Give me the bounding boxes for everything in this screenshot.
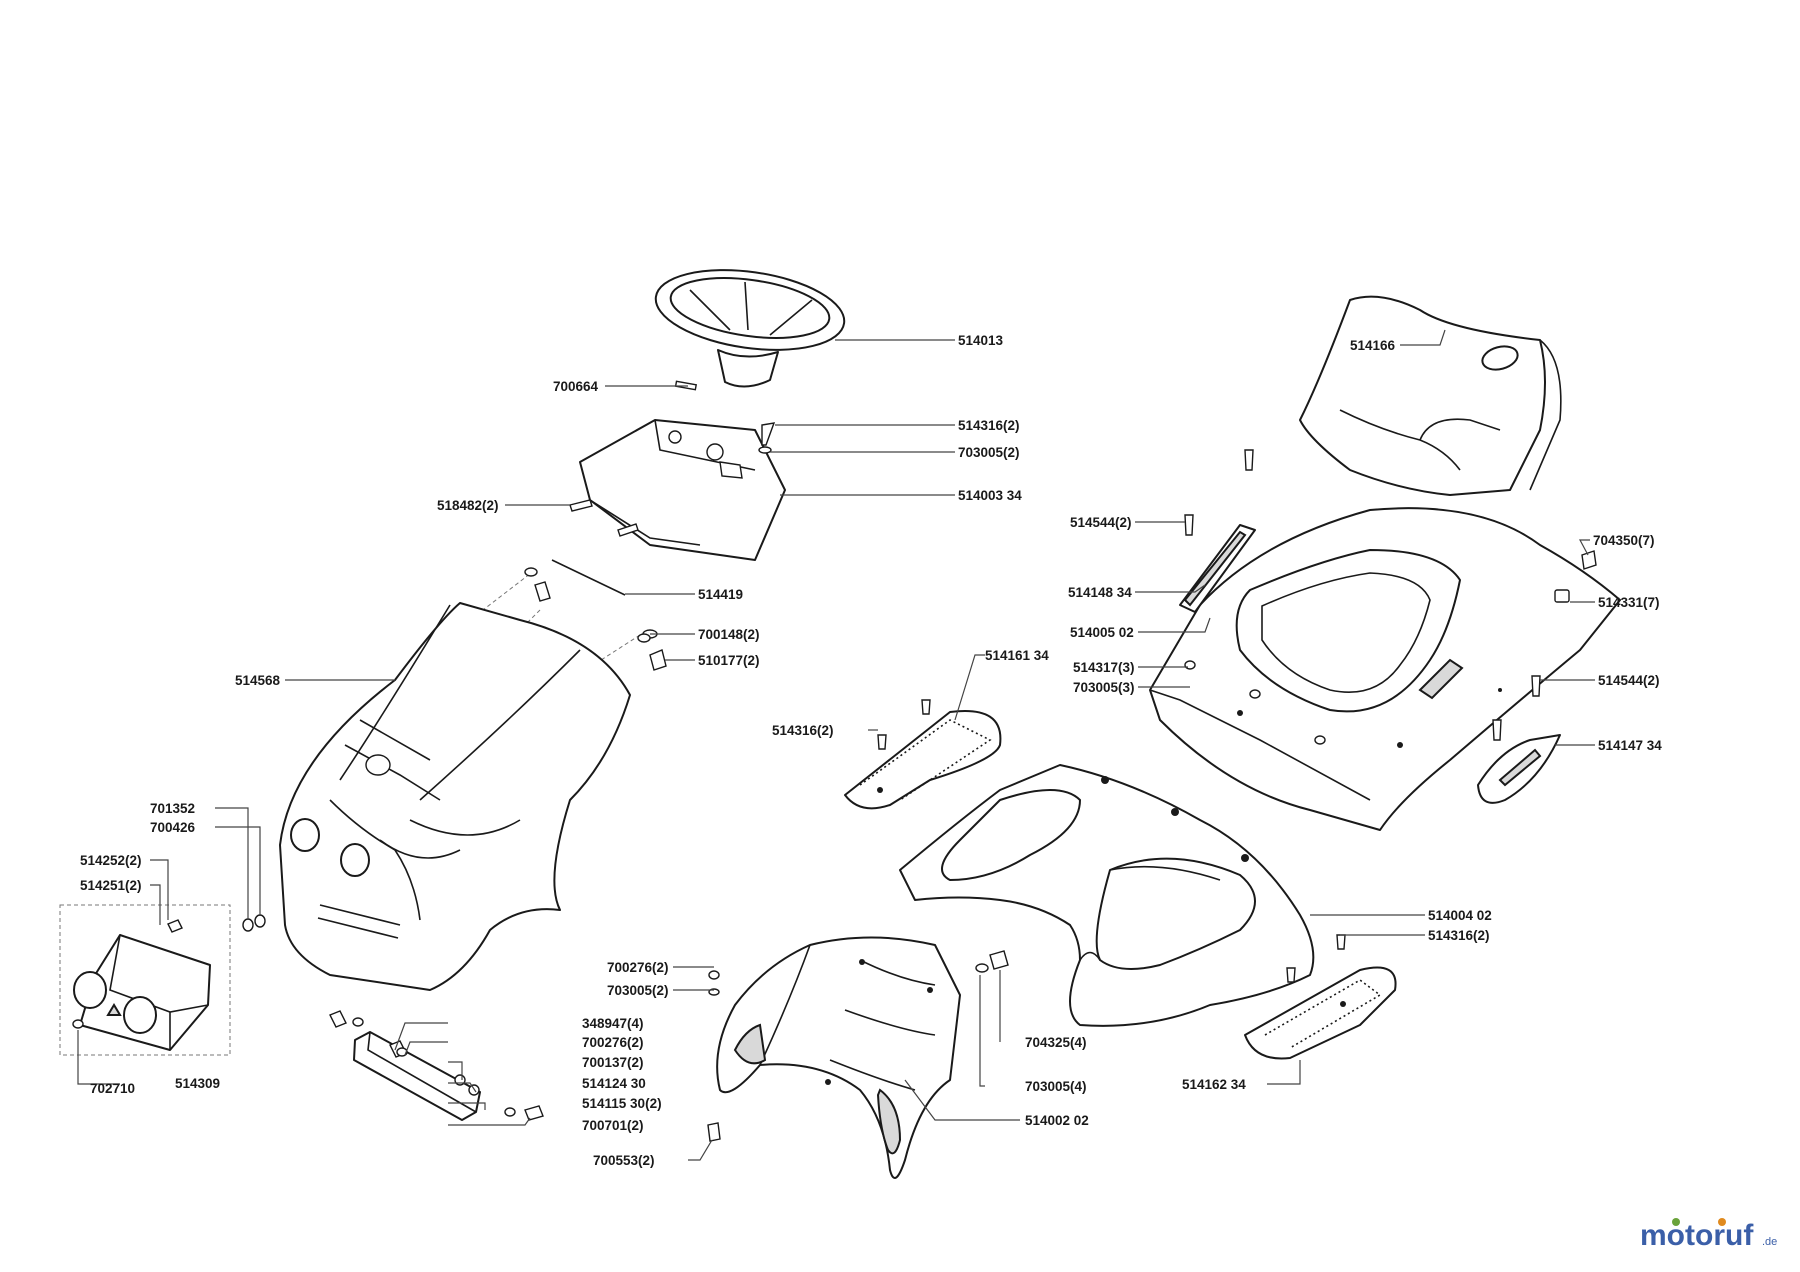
part-labels: 514013 700664 514316(2) 703005(2) 518482… bbox=[80, 333, 1662, 1168]
label-514147[interactable]: 514147 34 bbox=[1598, 738, 1662, 753]
label-514115[interactable]: 514115 30(2) bbox=[582, 1096, 662, 1111]
label-514309[interactable]: 514309 bbox=[175, 1076, 220, 1091]
label-514544-left[interactable]: 514544(2) bbox=[1070, 515, 1132, 530]
clip-514251[interactable] bbox=[167, 919, 183, 933]
logo-suffix: .de bbox=[1762, 1236, 1777, 1248]
bracket-514124[interactable] bbox=[353, 1031, 481, 1121]
headlight-part[interactable] bbox=[73, 934, 211, 1051]
label-514252[interactable]: 514252(2) bbox=[80, 853, 142, 868]
label-700148[interactable]: 700148(2) bbox=[698, 627, 760, 642]
label-700137[interactable]: 700137(2) bbox=[582, 1055, 644, 1070]
label-514419[interactable]: 514419 bbox=[698, 587, 743, 602]
label-514316-floor[interactable]: 514316(2) bbox=[1428, 928, 1490, 943]
label-514166[interactable]: 514166 bbox=[1350, 338, 1396, 353]
nut-700426[interactable] bbox=[242, 914, 266, 932]
screw-518482[interactable] bbox=[569, 499, 639, 537]
footplate-514162[interactable] bbox=[1244, 934, 1397, 1060]
label-703005-top[interactable]: 703005(2) bbox=[958, 445, 1020, 460]
screw-702710[interactable] bbox=[72, 1019, 84, 1029]
logo-text: motoruf bbox=[1640, 1219, 1754, 1252]
label-700701[interactable]: 700701(2) bbox=[582, 1118, 644, 1133]
label-514124[interactable]: 514124 30 bbox=[582, 1076, 646, 1091]
label-514316-footplate[interactable]: 514316(2) bbox=[772, 723, 834, 738]
label-704325[interactable]: 704325(4) bbox=[1025, 1035, 1087, 1050]
bolts-348947[interactable] bbox=[329, 1010, 408, 1058]
label-348947[interactable]: 348947(4) bbox=[582, 1016, 644, 1031]
label-702710[interactable]: 702710 bbox=[90, 1081, 135, 1096]
label-700276-bracket[interactable]: 700276(2) bbox=[582, 1035, 644, 1050]
label-514003[interactable]: 514003 34 bbox=[958, 488, 1022, 503]
footplate-514161[interactable] bbox=[844, 699, 1002, 810]
label-514002[interactable]: 514002 02 bbox=[1025, 1113, 1089, 1128]
leader-lines bbox=[77, 329, 1595, 1161]
hood-part[interactable] bbox=[279, 602, 631, 991]
floor-pan-part[interactable] bbox=[899, 764, 1315, 1027]
label-703005-front[interactable]: 703005(4) bbox=[1025, 1079, 1087, 1094]
label-700553[interactable]: 700553(2) bbox=[593, 1153, 655, 1168]
label-700664[interactable]: 700664 bbox=[553, 379, 599, 394]
rod-514419[interactable] bbox=[551, 559, 626, 596]
seat-part[interactable] bbox=[1299, 295, 1562, 496]
label-703005-fender[interactable]: 703005(3) bbox=[1073, 680, 1135, 695]
label-514544-right[interactable]: 514544(2) bbox=[1598, 673, 1660, 688]
label-701352[interactable]: 701352 bbox=[150, 801, 195, 816]
fasteners-front-panel[interactable] bbox=[707, 950, 1009, 1142]
screw-514316-top[interactable] bbox=[758, 422, 776, 454]
label-700426[interactable]: 700426 bbox=[150, 820, 196, 835]
front-panel-part[interactable] bbox=[716, 936, 961, 1179]
label-514316-top[interactable]: 514316(2) bbox=[958, 418, 1020, 433]
bolt-700701[interactable] bbox=[504, 1105, 544, 1121]
label-514013[interactable]: 514013 bbox=[958, 333, 1004, 348]
bracket-514147[interactable] bbox=[1477, 734, 1561, 804]
label-700276-panel[interactable]: 700276(2) bbox=[607, 960, 669, 975]
label-514004[interactable]: 514004 02 bbox=[1428, 908, 1492, 923]
label-514148[interactable]: 514148 34 bbox=[1068, 585, 1132, 600]
label-514331[interactable]: 514331(7) bbox=[1598, 595, 1660, 610]
label-514568[interactable]: 514568 bbox=[235, 673, 281, 688]
steering-wheel-part[interactable] bbox=[651, 259, 850, 388]
label-514251[interactable]: 514251(2) bbox=[80, 878, 142, 893]
label-704350[interactable]: 704350(7) bbox=[1593, 533, 1655, 548]
label-703005-panel[interactable]: 703005(2) bbox=[607, 983, 669, 998]
label-514162[interactable]: 514162 34 bbox=[1182, 1077, 1246, 1092]
label-510177[interactable]: 510177(2) bbox=[698, 653, 760, 668]
label-518482[interactable]: 518482(2) bbox=[437, 498, 499, 513]
dash-cover-part[interactable] bbox=[579, 419, 786, 561]
washer-700148[interactable] bbox=[524, 567, 651, 643]
bracket-514148[interactable] bbox=[1179, 524, 1256, 613]
label-514005[interactable]: 514005 02 bbox=[1070, 625, 1134, 640]
motoruf-logo: motoruf .de bbox=[1640, 1218, 1777, 1252]
label-514317[interactable]: 514317(3) bbox=[1073, 660, 1135, 675]
fender-part[interactable] bbox=[1149, 507, 1621, 831]
screw-hood-left[interactable] bbox=[534, 581, 551, 602]
label-514161[interactable]: 514161 34 bbox=[985, 648, 1049, 663]
